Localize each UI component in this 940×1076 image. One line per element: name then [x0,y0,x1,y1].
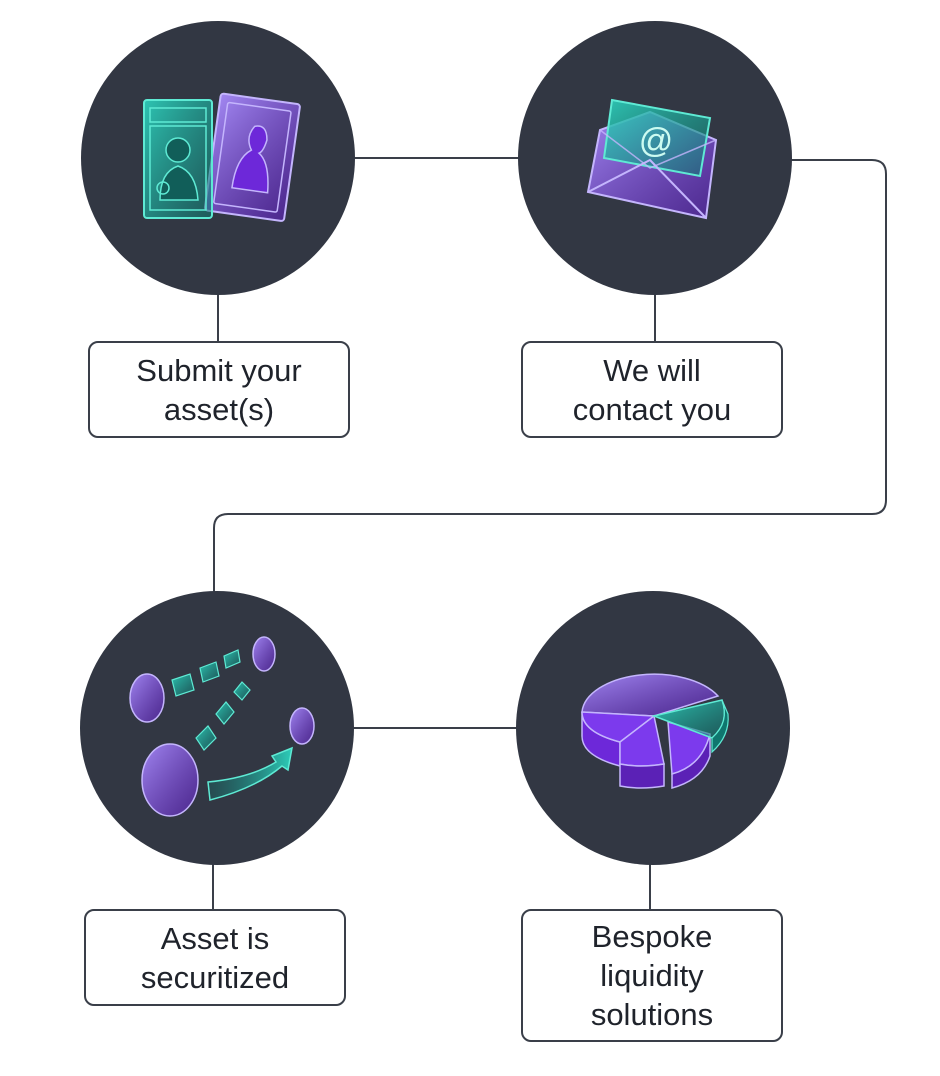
step1-label-line2: asset(s) [163,391,275,427]
connectors [212,157,887,909]
step4-label-line3: solutions [590,997,714,1032]
step2-label-line1: We will [603,352,701,388]
step4-label-line2: liquidity [600,958,704,993]
step3-label: Asset is securitized [84,909,346,1006]
pie-chart-icon [581,673,729,789]
trading-card-icon [143,92,301,222]
connector-step2-step3 [213,159,887,592]
svg-text:@: @ [639,122,674,160]
step4-label: Bespoke liquidity solutions [521,909,783,1042]
step4-label-line1: Bespoke [591,919,713,954]
step3-label-line2: securitized [140,959,290,995]
step1-label-line1: Submit your [136,352,302,388]
tokenization-icon [129,636,315,817]
step3-label-line1: Asset is [160,920,270,956]
step2-label: We will contact you [521,341,783,438]
step1-label: Submit your asset(s) [88,341,350,438]
email-envelope-icon: @ [586,98,718,220]
step2-label-line2: contact you [572,391,732,427]
